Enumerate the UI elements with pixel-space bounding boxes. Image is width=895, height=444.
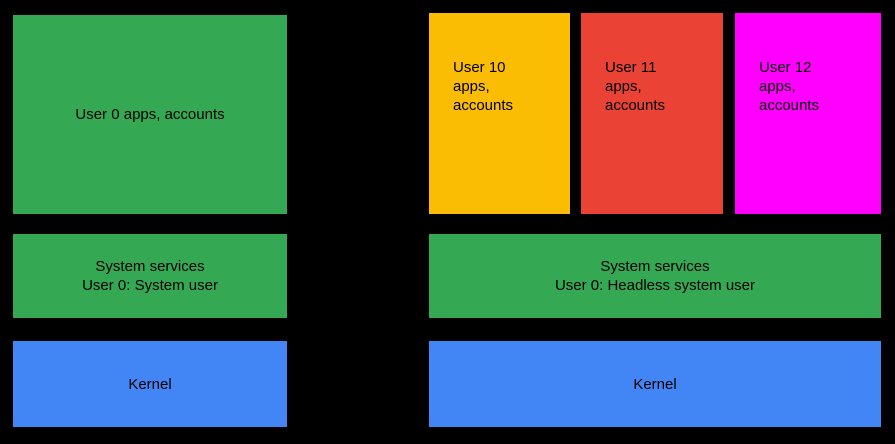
left-system-services-label: System services User 0: System user <box>82 258 218 294</box>
right-kernel-label: Kernel <box>633 375 677 393</box>
right-user11-apps-block: User 11 apps, accounts <box>581 13 723 214</box>
left-system-services-block: System services User 0: System user <box>13 234 287 318</box>
right-user12-apps-label: User 12 apps, accounts <box>759 59 820 114</box>
left-kernel-label: Kernel <box>128 375 172 393</box>
right-user11-apps-label: User 11 apps, accounts <box>605 59 666 114</box>
right-user12-apps-block: User 12 apps, accounts <box>735 13 881 214</box>
left-user0-apps-label: User 0 apps, accounts <box>75 106 225 123</box>
right-system-services-block: System services User 0: Headless system … <box>429 234 881 318</box>
left-user0-apps-block: User 0 apps, accounts <box>13 15 287 214</box>
left-kernel-block: Kernel <box>13 341 287 427</box>
right-kernel-block: Kernel <box>429 341 881 427</box>
right-system-services-label: System services User 0: Headless system … <box>554 258 756 294</box>
right-user10-apps-label: User 10 apps, accounts <box>453 59 514 114</box>
right-user10-apps-block: User 10 apps, accounts <box>429 13 570 214</box>
